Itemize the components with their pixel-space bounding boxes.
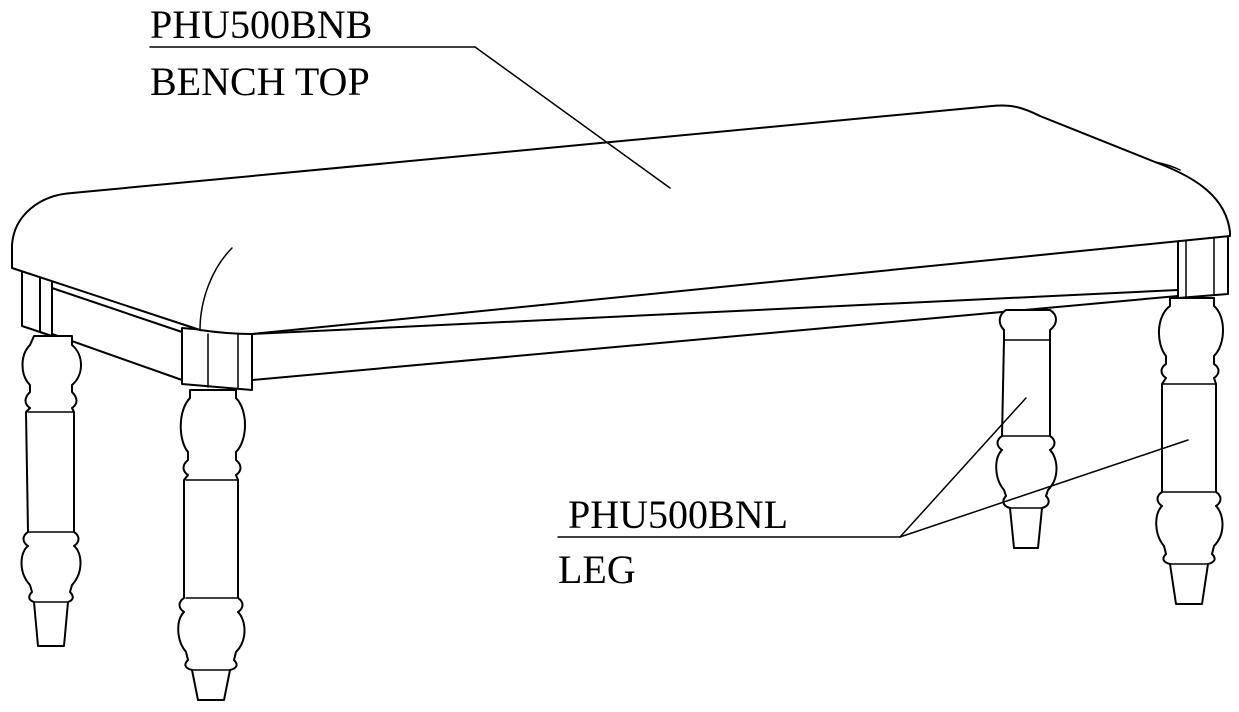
- leg-part-name: LEG: [558, 547, 636, 592]
- callout-leg: PHU500BNL LEG: [557, 397, 1189, 592]
- bench-leg-back-left: [20, 335, 82, 647]
- bench-leg-back-right: [995, 309, 1058, 549]
- bench-leg-front-left: [177, 389, 246, 701]
- bench-top-cushion: [11, 104, 1231, 335]
- bench-top-part-name: BENCH TOP: [150, 59, 370, 104]
- callout-leg-leader-2: [899, 439, 1189, 538]
- callout-bench-top-leader: [474, 46, 671, 189]
- bench-leg-front-right: [1155, 297, 1224, 605]
- bench-top-part-number: PHU500BNB: [150, 2, 372, 47]
- callout-bench-top: PHU500BNB BENCH TOP: [149, 2, 671, 189]
- leg-part-number: PHU500BNL: [568, 492, 788, 537]
- callout-leg-leader-1: [899, 397, 1027, 538]
